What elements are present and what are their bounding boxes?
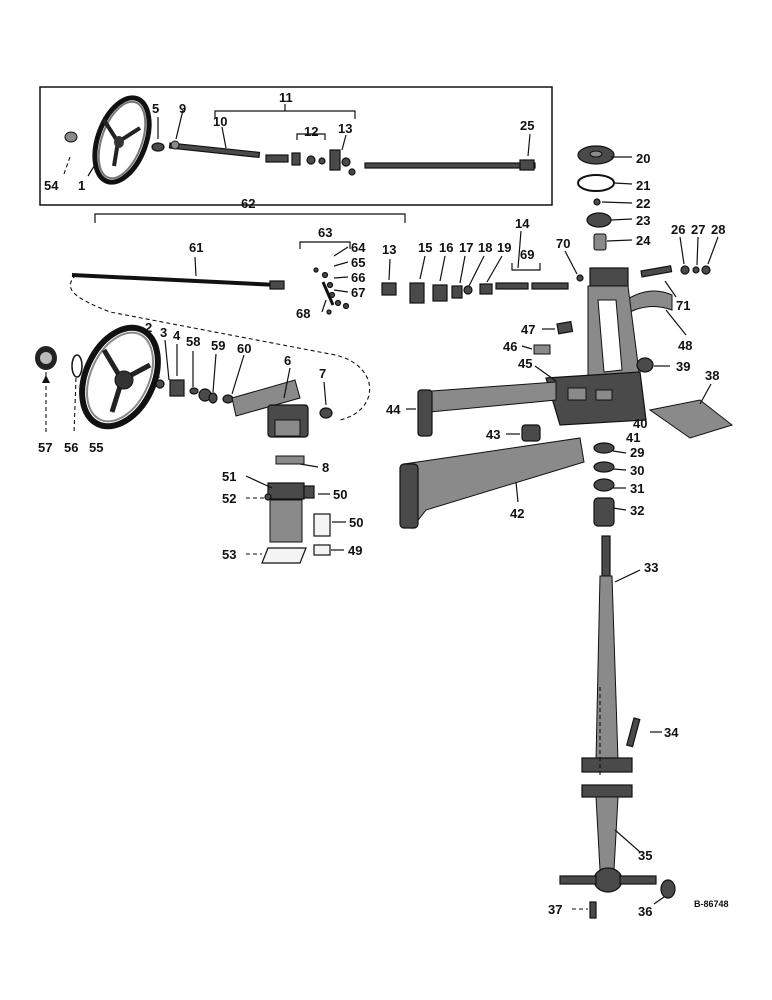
drawing-number: B-86748 <box>694 899 729 909</box>
label-38: 38 <box>705 368 719 383</box>
label-56: 56 <box>64 440 78 455</box>
label-49: 49 <box>348 543 362 558</box>
label-64: 64 <box>351 240 366 255</box>
label-52: 52 <box>222 491 236 506</box>
label-54: 54 <box>44 178 59 193</box>
label-3: 3 <box>160 325 167 340</box>
label-70: 70 <box>556 236 570 251</box>
nut-54 <box>64 131 78 143</box>
label-39: 39 <box>676 359 690 374</box>
label-31: 31 <box>630 481 644 496</box>
label-27: 27 <box>691 222 705 237</box>
label-35: 35 <box>638 848 652 863</box>
label-36: 36 <box>638 904 652 919</box>
label-40: 40 <box>633 416 647 431</box>
label-18: 18 <box>478 240 492 255</box>
label-28: 28 <box>711 222 725 237</box>
label-11: 11 <box>279 90 293 105</box>
label-55: 55 <box>89 440 103 455</box>
shaft-61 <box>71 273 285 290</box>
label-33: 33 <box>644 560 658 575</box>
label-65: 65 <box>351 255 365 270</box>
label-42: 42 <box>510 506 524 521</box>
label-19: 19 <box>497 240 511 255</box>
label-10: 10 <box>213 114 227 129</box>
bearing-stack-20-24 <box>577 145 615 251</box>
label-67: 67 <box>351 285 365 300</box>
label-6: 6 <box>284 353 291 368</box>
label-47: 47 <box>521 322 535 337</box>
label-68: 68 <box>296 306 310 321</box>
housing-parts-49-53 <box>261 455 331 564</box>
label-13b: 13 <box>382 242 396 257</box>
label-26: 26 <box>671 222 685 237</box>
joint-parts-15-19 <box>409 282 493 304</box>
gear-housing-6 <box>231 379 309 438</box>
label-20: 20 <box>636 151 650 166</box>
label-66: 66 <box>351 270 365 285</box>
steering-wheel-large <box>79 324 161 430</box>
cap-57 <box>35 346 57 370</box>
label-22: 22 <box>636 196 650 211</box>
spindle-35 <box>559 784 657 893</box>
label-69: 69 <box>520 247 534 262</box>
label-51: 51 <box>222 469 236 484</box>
label-25: 25 <box>520 118 534 133</box>
label-71: 71 <box>676 298 690 313</box>
label-60: 60 <box>237 341 251 356</box>
plate-38 <box>648 399 734 439</box>
label-58: 58 <box>186 334 200 349</box>
frame-42 <box>399 437 585 530</box>
label-43: 43 <box>486 427 500 442</box>
label-4: 4 <box>173 328 181 343</box>
label-32: 32 <box>630 503 644 518</box>
label-9: 9 <box>179 101 186 116</box>
label-44: 44 <box>386 402 401 417</box>
label-5: 5 <box>152 101 159 116</box>
label-50a: 50 <box>333 487 347 502</box>
pins-63-68 <box>313 267 350 315</box>
shaft-10 <box>168 140 261 159</box>
label-63: 63 <box>318 225 332 240</box>
shaft-25 <box>364 162 536 169</box>
steering-wheel-small <box>92 95 152 185</box>
label-15: 15 <box>418 240 432 255</box>
label-41: 41 <box>626 430 640 445</box>
column-support <box>545 267 647 426</box>
steering-post-33 <box>581 535 633 773</box>
label-13a: 13 <box>338 121 352 136</box>
label-30: 30 <box>630 463 644 478</box>
label-24: 24 <box>636 233 651 248</box>
label-48: 48 <box>678 338 692 353</box>
label-45: 45 <box>518 356 532 371</box>
label-2: 2 <box>145 320 152 335</box>
label-7: 7 <box>319 366 326 381</box>
label-57: 57 <box>38 440 52 455</box>
bolster-44 <box>417 381 557 437</box>
label-62: 62 <box>241 196 255 211</box>
label-59: 59 <box>211 338 225 353</box>
label-34: 34 <box>664 725 679 740</box>
label-29: 29 <box>630 445 644 460</box>
label-21: 21 <box>636 178 650 193</box>
label-23: 23 <box>636 213 650 228</box>
label-16: 16 <box>439 240 453 255</box>
ring-56 <box>71 354 83 378</box>
label-17: 17 <box>459 240 473 255</box>
label-50b: 50 <box>349 515 363 530</box>
bearing-stack-29-32 <box>593 442 615 527</box>
label-46: 46 <box>503 339 517 354</box>
label-8: 8 <box>322 460 329 475</box>
label-53: 53 <box>222 547 236 562</box>
inset-box <box>39 86 553 206</box>
bracket-48 <box>625 290 673 313</box>
label-14: 14 <box>515 216 530 231</box>
label-37: 37 <box>548 902 562 917</box>
universal-joint-12-13 <box>265 149 356 176</box>
label-61: 61 <box>189 240 203 255</box>
washer-5 <box>151 142 165 152</box>
label-1: 1 <box>78 178 85 193</box>
label-12: 12 <box>304 124 318 139</box>
